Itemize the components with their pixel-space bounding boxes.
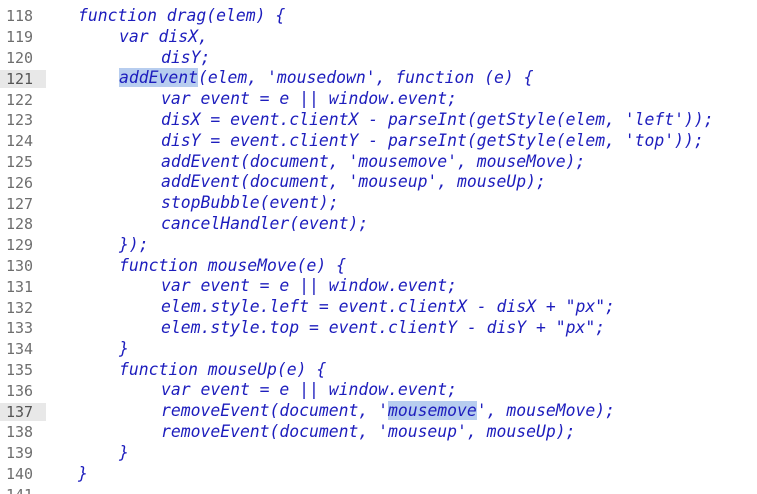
line-number: 130 [6,256,34,275]
line-number: 132 [6,298,34,317]
line-number: 121 [0,69,46,88]
code-text[interactable]: elem.style.top = event.clientY - disY + … [161,318,606,337]
code-text[interactable]: var event = e || window.event; [161,380,458,400]
line-number: 127 [6,194,34,213]
code-text[interactable]: elem.style.left = event.clientX - disX +… [161,297,615,317]
line-number: 125 [6,152,34,171]
code-text[interactable]: addEvent(elem, 'mousedown', function (e)… [119,68,534,88]
code-text[interactable]: disY; [161,47,211,67]
code-line[interactable]: 138 removeEvent(document, 'mouseup', mous… [0,422,757,443]
code-line[interactable]: 122 var event = e || window.event; [0,89,757,110]
code-text[interactable]: function drag(elem) { [78,6,286,25]
code-text[interactable]: addEvent(document, 'mouseup', mouseUp); [161,172,546,192]
line-number: 135 [6,360,34,379]
line-number: 123 [6,111,34,130]
code-text[interactable]: cancelHandler(event); [161,214,369,233]
code-text[interactable]: removeEvent(document, 'mouseup', mouseUp… [161,422,576,441]
line-number: 141 [0,486,46,494]
selected-text[interactable]: mousemove [387,401,477,421]
code-text[interactable]: stopBubble(event); [161,193,339,213]
code-line[interactable]: 127 stopBubble(event); [0,193,757,214]
selected-text[interactable]: addEvent [119,68,198,88]
code-line[interactable]: 124 disY = event.clientY - parseInt(getSt… [0,131,757,152]
code-line[interactable]: 137 removeEvent(document, 'mousemove', mo… [0,401,757,422]
code-text[interactable]: function mouseUp(e) { [119,359,327,379]
code-line[interactable]: 125 addEvent(document, 'mousemove', mouse… [0,152,757,173]
code-line[interactable]: 135 function mouseUp(e) { [0,360,757,381]
code-text[interactable]: removeEvent(document, 'mousemove', mouse… [161,401,615,421]
code-text[interactable]: function mouseMove(e) { [119,255,346,275]
code-line[interactable]: 123 disX = event.clientX - parseInt(getSt… [0,110,757,131]
line-number: 129 [6,236,34,255]
code-line[interactable]: 132 elem.style.left = event.clientX - dis… [0,297,757,318]
code-text[interactable]: }); [119,234,149,254]
line-number: 128 [6,215,34,234]
code-text[interactable]: disX = event.clientX - parseInt(getStyle… [161,110,714,129]
code-line[interactable]: 119 var disX, [0,27,757,48]
code-line[interactable]: 128 cancelHandler(event); [0,214,757,235]
line-number: 137 [0,402,46,421]
code-text[interactable]: addEvent(document, 'mousemove', mouseMov… [161,151,586,171]
line-number: 139 [6,444,34,463]
line-number: 131 [6,277,34,296]
line-number: 133 [6,319,34,338]
code-text[interactable]: } [78,463,88,483]
code-line[interactable]: 131 var event = e || window.event; [0,276,757,297]
line-number: 122 [6,90,34,109]
code-text[interactable]: var event = e || window.event; [161,276,458,296]
code-text[interactable]: disY = event.clientY - parseInt(getStyle… [161,130,704,150]
code-line[interactable]: 141 [0,484,757,494]
line-number: 136 [6,381,34,400]
line-number: 118 [6,7,34,26]
line-number: 138 [6,423,34,442]
code-text[interactable]: } [119,338,129,358]
line-number: 119 [6,28,34,47]
line-number: 140 [6,464,34,483]
code-line[interactable]: 118 function drag(elem) { [0,6,757,27]
code-line[interactable]: 133 elem.style.top = event.clientY - disY… [0,318,757,339]
code-line[interactable]: 120 disY; [0,48,757,69]
code-line[interactable]: 129}); [0,235,757,256]
code-line[interactable]: 139} [0,443,757,464]
line-number: 124 [6,132,34,151]
code-text[interactable]: } [119,442,129,462]
code-line[interactable]: 130 function mouseMove(e) { [0,256,757,277]
code-line[interactable]: 126 addEvent(document, 'mouseup', mouseUp… [0,172,757,193]
code-line[interactable]: 140} [0,464,757,485]
line-number: 120 [6,48,34,67]
code-line[interactable]: 136 var event = e || window.event; [0,380,757,401]
code-text[interactable]: var disX, [119,26,208,46]
line-number: 134 [6,340,34,359]
code-line[interactable]: 134} [0,339,757,360]
code-line[interactable]: 121 addEvent(elem, 'mousedown', function … [0,68,757,89]
code-text[interactable]: var event = e || window.event; [161,89,458,109]
line-number: 126 [6,173,34,192]
